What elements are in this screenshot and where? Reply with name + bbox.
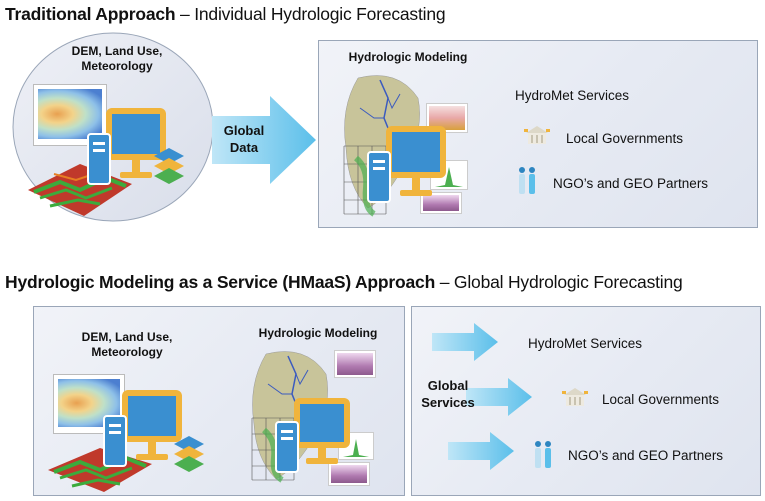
hydrograph-icon — [328, 462, 370, 486]
people-icon — [519, 167, 535, 194]
section2-title-rest: – Global Hydrologic Forecasting — [435, 272, 683, 292]
section2-inputs-label: DEM, Land Use, Meteorology — [81, 330, 173, 359]
section2-service-localgov: Local Governments — [602, 392, 720, 407]
government-building-icon — [524, 126, 550, 144]
section2-title: Hydrologic Modeling as a Service (HMaaS)… — [5, 272, 683, 293]
weather-map-icon — [33, 84, 107, 146]
global-data-label: Global Data — [223, 123, 265, 155]
section1-service-localgov: Local Governments — [566, 131, 684, 146]
section2-title-bold: Hydrologic Modeling as a Service (HMaaS)… — [5, 272, 436, 292]
section2-service-hydromet: HydroMet Services — [528, 336, 643, 351]
government-building-icon — [562, 388, 588, 406]
section2-service-ngo: NGO’s and GEO Partners — [568, 448, 724, 463]
layers-icon — [154, 148, 184, 184]
service-arrow-hydromet — [432, 323, 498, 361]
computer-icon — [275, 398, 350, 473]
people-icon — [535, 441, 551, 468]
section1-inputs-label: DEM, Land Use, Meteorology — [71, 44, 163, 73]
global-services-label: Global Services — [421, 378, 475, 410]
section2-modeling-label: Hydrologic Modeling — [258, 326, 378, 340]
service-arrow-ngo — [448, 432, 514, 470]
section1-title-bold: Traditional Approach — [5, 4, 176, 24]
computer-icon — [103, 390, 182, 467]
computer-icon — [367, 126, 446, 203]
section1-service-ngo: NGO’s and GEO Partners — [553, 176, 709, 191]
computer-icon — [87, 108, 166, 185]
service-arrow-localgov — [466, 378, 532, 416]
section1-title-rest: – Individual Hydrologic Forecasting — [175, 4, 446, 24]
section1-title: Traditional Approach – Individual Hydrol… — [5, 4, 446, 25]
layers-icon — [174, 436, 204, 472]
hydrograph-icon — [334, 350, 376, 378]
hydrograph-icon — [426, 103, 468, 133]
section1-service-hydromet: HydroMet Services — [515, 88, 630, 103]
section1-modeling-label: Hydrologic Modeling — [348, 50, 468, 64]
global-data-arrow — [212, 96, 316, 184]
hydrograph-icon — [420, 192, 462, 214]
